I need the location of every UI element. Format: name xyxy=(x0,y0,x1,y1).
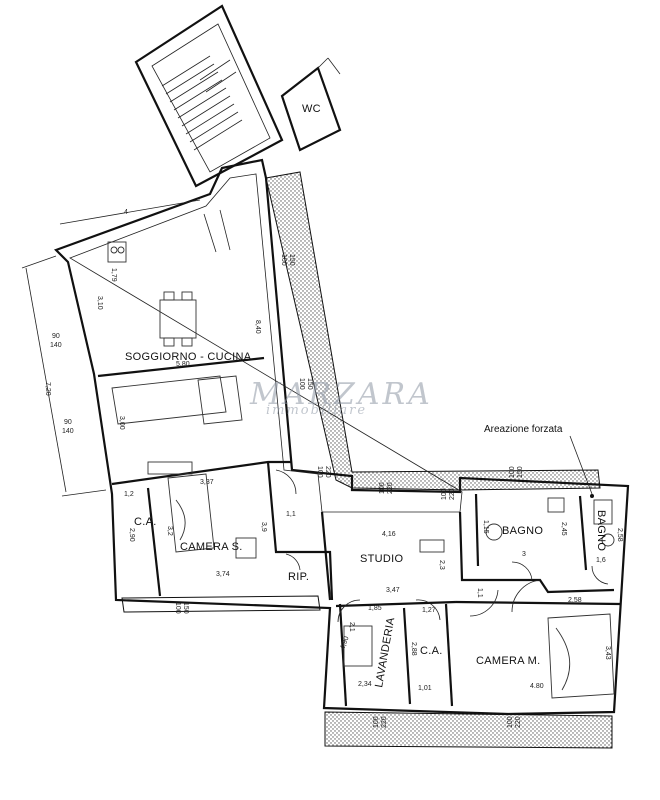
win-90-b: 90 xyxy=(64,419,72,426)
win-140-a: 140 xyxy=(50,342,62,349)
watermark-brand: MARZARA xyxy=(249,377,433,412)
win-150-a: 150 xyxy=(288,254,295,266)
watermark: MARZARA immobiliare xyxy=(249,377,433,418)
dim-2-1: 2,1 xyxy=(348,622,355,632)
dim-3: 3 xyxy=(522,551,526,558)
win-100-g: 100 xyxy=(373,716,380,728)
watermark-subtitle: immobiliare xyxy=(266,403,367,418)
win-100-b: 100 xyxy=(298,378,305,390)
stairwell xyxy=(134,4,284,188)
dim-4-90: 4,90 xyxy=(339,635,350,650)
win-220-a: 220 xyxy=(324,466,331,478)
room-label-ca-right: C.A. xyxy=(420,645,443,657)
annotation-areazione: Areazione forzata xyxy=(484,424,594,498)
dim-3-10: 3,10 xyxy=(96,296,103,310)
dim-3-47: 3,47 xyxy=(386,587,400,594)
dim-4-80: 4.80 xyxy=(530,683,544,690)
dim-1-1-a: 1,1 xyxy=(286,511,296,518)
win-220-d: 220 xyxy=(515,716,522,728)
dim-1-6: 1,6 xyxy=(596,557,606,564)
win-100-c: 100 xyxy=(316,466,323,478)
dimension-texts: 4 1,79 3,10 5,80 8,40 7,20 3,00 3,37 1,2… xyxy=(44,209,623,728)
dimension-lines xyxy=(21,199,201,497)
win-100-a: 100 xyxy=(280,254,287,266)
dim-2-90: 2,90 xyxy=(128,528,135,542)
dim-4: 4 xyxy=(124,209,128,216)
room-label-bagno: BAGNO xyxy=(502,525,543,537)
dim-2-45: 2,45 xyxy=(560,522,567,536)
win-150-c: 150 xyxy=(517,466,524,478)
dim-1-27: 1,27 xyxy=(422,607,436,614)
dim-4-16: 4,16 xyxy=(382,531,396,538)
dim-2-58-a: 2,58 xyxy=(616,528,623,542)
win-100-f: 100 xyxy=(174,602,181,614)
dim-2-3: 2,3 xyxy=(438,560,445,570)
dim-3-9: 3,9 xyxy=(260,522,267,532)
dim-7-20: 7,20 xyxy=(44,382,51,396)
annotation-areazione-label: Areazione forzata xyxy=(484,424,563,435)
win-150-b: 150 xyxy=(306,378,313,390)
dim-3-37: 3,37 xyxy=(200,479,214,486)
dim-1-2: 1,2 xyxy=(124,491,134,498)
win-220-c: 220 xyxy=(381,716,388,728)
win-220-e: 220 xyxy=(449,488,456,500)
doors xyxy=(275,469,609,623)
room-label-bagno-2: BAGNO xyxy=(595,510,607,551)
dim-2-88: 2,88 xyxy=(410,642,417,656)
win-220-b: 220 xyxy=(387,482,394,494)
win-100-h: 100 xyxy=(507,716,514,728)
dim-1-01: 1,01 xyxy=(418,685,432,692)
room-label-studio: STUDIO xyxy=(360,553,403,565)
room-label-ca-left: C.A. xyxy=(134,516,157,528)
internal-walls xyxy=(97,209,621,707)
dim-1-85: 1,85 xyxy=(368,605,382,612)
win-90-a: 90 xyxy=(52,333,60,340)
room-label-soggiorno-cucina: SOGGIORNO - CUCINA xyxy=(125,351,252,363)
dim-3-74: 3,74 xyxy=(216,571,230,578)
dim-3-2: 3,2 xyxy=(166,526,173,536)
dim-3-43: 3,43 xyxy=(604,646,611,660)
dim-8-40: 8,40 xyxy=(254,320,261,334)
furniture xyxy=(107,241,615,699)
dim-5-80: 5,80 xyxy=(176,361,190,368)
win-100-i: 100 xyxy=(441,488,448,500)
win-100-d: 100 xyxy=(379,482,386,494)
room-label-wc: WC xyxy=(302,103,321,115)
outer-walls xyxy=(54,158,630,716)
win-150-d: 150 xyxy=(182,602,189,614)
wc-block: WC xyxy=(280,57,342,152)
dim-1-79: 1,79 xyxy=(110,268,117,282)
room-label-lavanderia: LAVANDERIA xyxy=(373,616,397,688)
room-label-camera-m: CAMERA M. xyxy=(476,655,540,667)
win-140-b: 140 xyxy=(62,428,74,435)
dim-3-00: 3,00 xyxy=(118,416,125,430)
room-label-camera-s: CAMERA S. xyxy=(180,541,243,553)
dim-2-34: 2,34 xyxy=(358,681,372,688)
dim-1-1-b: 1,1 xyxy=(476,588,483,598)
dim-2-58-b: 2,58 xyxy=(568,597,582,604)
dim-1-15: 1,15 xyxy=(482,520,489,534)
win-100-e: 100 xyxy=(509,466,516,478)
room-label-rip: RIP. xyxy=(288,571,309,583)
